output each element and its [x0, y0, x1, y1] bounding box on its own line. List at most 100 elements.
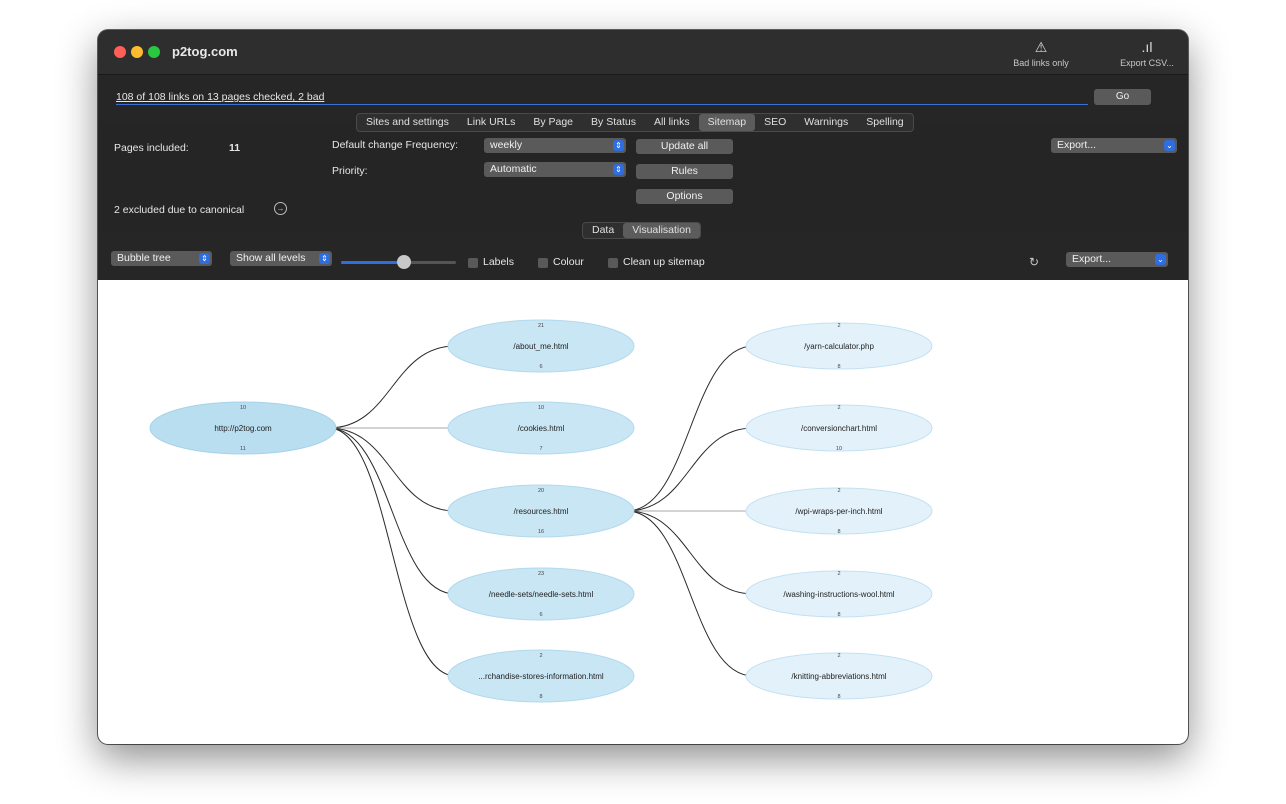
labels-checkbox-label: Labels — [483, 256, 514, 268]
bad-links-only-button[interactable]: ⚠ Bad links only — [1010, 40, 1072, 68]
colour-checkbox[interactable] — [538, 258, 548, 268]
bubble-tree: 10 http://p2tog.com 11 21/about_me.html 6 10 /… — [149, 319, 933, 703]
node-label: /wpi-wraps-per-inch.html — [795, 507, 882, 516]
tab-by-page[interactable]: By Page — [533, 116, 574, 128]
tab-link-urls[interactable]: Link URLs — [466, 116, 516, 128]
excluded-canonical-text: 2 excluded due to canonical — [114, 204, 245, 216]
tab-all-links[interactable]: All links — [653, 116, 690, 128]
link-check-status: 108 of 108 links on 13 pages checked, 2 … — [116, 91, 325, 103]
node-top-count: 10 — [240, 405, 246, 411]
node-bottom-count: 8 — [837, 364, 840, 370]
pages-included-value: 11 — [229, 142, 241, 154]
tree-edge — [626, 345, 754, 512]
node-top-count: 23 — [538, 571, 544, 577]
tab-by-status[interactable]: By Status — [591, 116, 636, 128]
node-bottom-count: 8 — [837, 612, 840, 618]
labels-checkbox[interactable] — [468, 258, 478, 268]
node-bottom-count: 11 — [240, 446, 246, 452]
node-top-count: 2 — [837, 323, 840, 329]
node-label: /conversionchart.html — [801, 424, 877, 433]
priority-popup[interactable]: Automatic ⇕ — [484, 162, 626, 177]
tree-edge — [328, 345, 456, 429]
node-label: /washing-instructions-wool.html — [783, 590, 894, 599]
tree-node-root[interactable]: 10 http://p2tog.com 11 — [149, 401, 337, 455]
node-bubble — [745, 404, 933, 452]
refresh-icon[interactable]: ↻ — [1029, 255, 1040, 269]
node-bubble — [149, 401, 337, 455]
sitemap-export-label: Export... — [1057, 139, 1097, 151]
change-frequency-popup[interactable]: weekly ⇕ — [484, 138, 626, 153]
node-bubble — [745, 487, 933, 535]
node-label: /cookies.html — [518, 424, 565, 433]
sitemap-export-popup[interactable]: Export... ⌄ — [1051, 138, 1177, 153]
bar-chart-icon: .ıl — [1141, 39, 1153, 55]
tab-visualisation[interactable]: Visualisation — [623, 223, 700, 238]
tab-warnings[interactable]: Warnings — [804, 116, 849, 128]
node-label: http://p2tog.com — [214, 424, 272, 433]
clean-up-sitemap-checkbox[interactable] — [608, 258, 618, 268]
node-bubble — [447, 567, 635, 621]
main-tab-bar: Sites and settings Link URLs By Page By … — [356, 113, 914, 132]
tab-sitemap[interactable]: Sitemap — [698, 114, 756, 131]
tab-sites-and-settings[interactable]: Sites and settings — [366, 116, 449, 128]
tree-edge — [626, 427, 754, 512]
node-bottom-count: 6 — [539, 364, 542, 370]
visualisation-export-label: Export... — [1072, 253, 1112, 265]
options-button[interactable]: Options — [636, 189, 733, 204]
tree-edge — [328, 427, 456, 512]
minimize-window-button[interactable] — [131, 46, 143, 58]
node-bubble — [745, 652, 933, 700]
progress-line — [116, 104, 1088, 105]
node-bottom-count: 7 — [539, 446, 542, 452]
slider-knob[interactable] — [397, 255, 412, 269]
bad-links-only-label: Bad links only — [1013, 58, 1069, 68]
node-top-count: 21 — [538, 323, 544, 329]
node-top-count: 20 — [538, 488, 544, 494]
tree-edge — [626, 510, 754, 677]
tree-node-about[interactable]: 21/about_me.html 6 — [447, 319, 635, 373]
node-top-count: 2 — [837, 488, 840, 494]
change-frequency-value: weekly — [490, 139, 523, 151]
chevron-updown-icon: ⇕ — [319, 253, 330, 264]
slider-fill — [341, 261, 405, 264]
close-window-button[interactable] — [114, 46, 126, 58]
tab-spelling[interactable]: Spelling — [866, 116, 904, 128]
arrow-circle-right-icon[interactable]: → — [274, 202, 287, 215]
node-top-count: 2 — [539, 653, 542, 659]
node-label: /about_me.html — [513, 342, 568, 351]
node-bottom-count: 10 — [836, 446, 842, 452]
levels-value: Show all levels — [236, 252, 306, 264]
tab-seo[interactable]: SEO — [764, 116, 787, 128]
node-bottom-count: 8 — [837, 529, 840, 535]
chevron-updown-icon: ⇕ — [613, 140, 624, 151]
tab-data[interactable]: Data — [592, 224, 615, 236]
export-csv-button[interactable]: .ıl Export CSV... — [1112, 40, 1182, 68]
title-bar: p2tog.com ⚠ Bad links only .ıl Export CS… — [98, 30, 1188, 75]
levels-popup[interactable]: Show all levels ⇕ — [230, 251, 332, 266]
chevron-updown-icon: ⇕ — [199, 253, 210, 264]
go-button[interactable]: Go — [1094, 89, 1151, 105]
visualisation-export-popup[interactable]: Export... ⌄ — [1066, 252, 1168, 267]
node-label: /resources.html — [514, 507, 569, 516]
sitemap-visualisation-canvas: 10 http://p2tog.com 11 21/about_me.html 6 10 /… — [98, 280, 1188, 744]
node-bubble — [447, 401, 635, 455]
zoom-window-button[interactable] — [148, 46, 160, 58]
tree-node-wpi[interactable]: 2/wpi-wraps-per-inch.html 8 — [745, 487, 933, 535]
node-bubble — [447, 649, 635, 703]
window-title: p2tog.com — [172, 44, 238, 59]
chart-style-value: Bubble tree — [117, 252, 171, 264]
chart-style-popup[interactable]: Bubble tree ⇕ — [111, 251, 212, 266]
rules-button[interactable]: Rules — [636, 164, 733, 179]
node-bottom-count: 8 — [837, 694, 840, 700]
chevron-down-icon: ⌄ — [1155, 254, 1166, 265]
node-bubble — [447, 484, 635, 538]
update-all-button[interactable]: Update all — [636, 139, 733, 154]
